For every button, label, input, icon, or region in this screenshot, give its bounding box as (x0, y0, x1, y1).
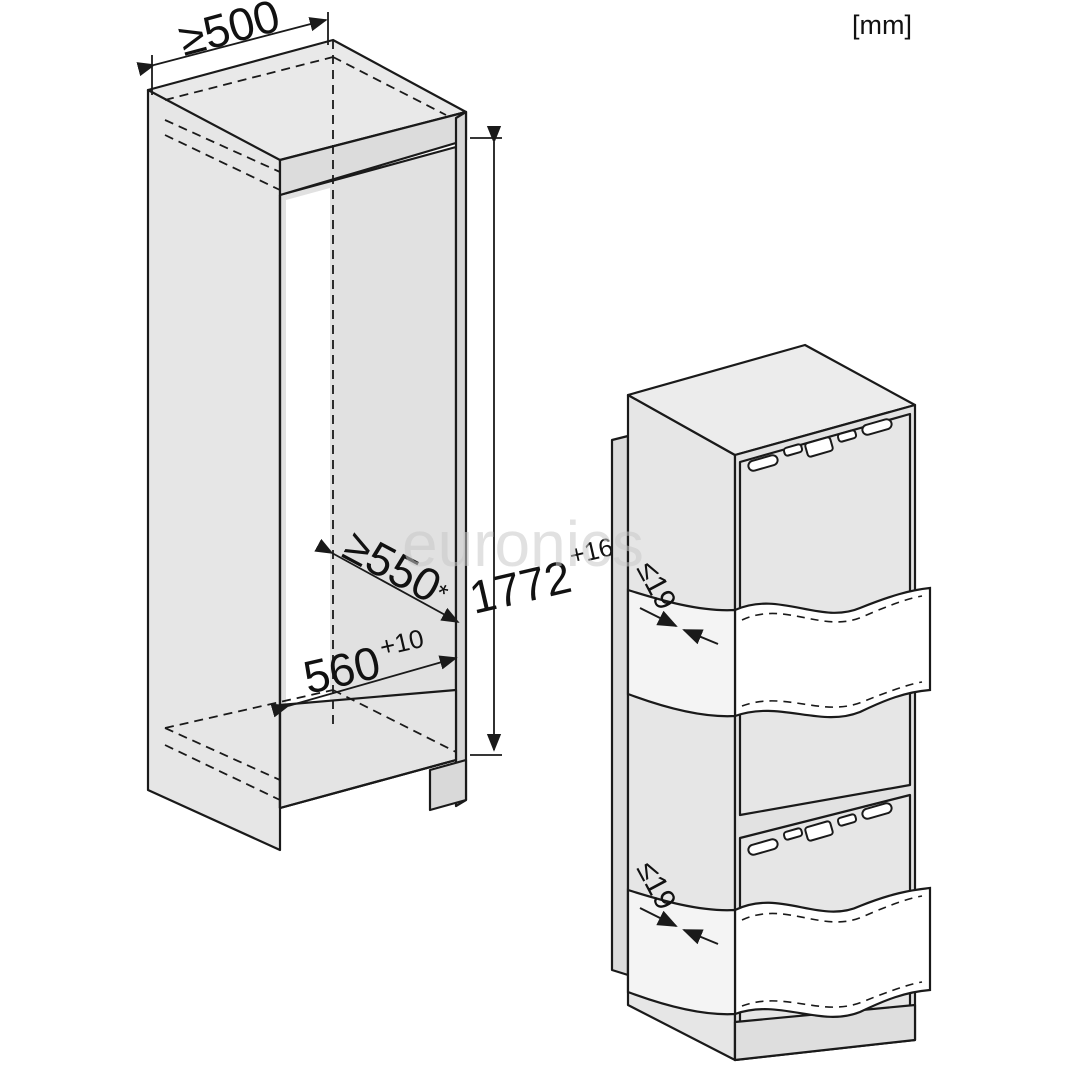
lower-hinge-brackets (747, 802, 893, 856)
dim-depth-min-label: ≥500 (173, 0, 285, 66)
upper-hinge-brackets (747, 418, 893, 472)
niche-right-panel (454, 110, 468, 808)
niche-cabinet (146, 38, 468, 852)
break-ribbon-lower (626, 886, 932, 1018)
break-ribbon-hidden-edges (741, 595, 923, 1008)
dim-depth-min (136, 12, 329, 95)
dim-height (470, 125, 502, 756)
watermark-logo: euronics (402, 508, 644, 580)
dim-inner-depth (314, 538, 460, 623)
gap-upper-arrows (639, 607, 719, 645)
niche-opening (286, 188, 330, 712)
niche-left-panel (146, 88, 282, 852)
break-ribbon-upper (626, 586, 932, 719)
dim-width (270, 655, 458, 718)
unit-label: [mm] (852, 10, 912, 40)
gap-lower-arrows (639, 907, 719, 945)
niche-plinth (428, 758, 468, 812)
